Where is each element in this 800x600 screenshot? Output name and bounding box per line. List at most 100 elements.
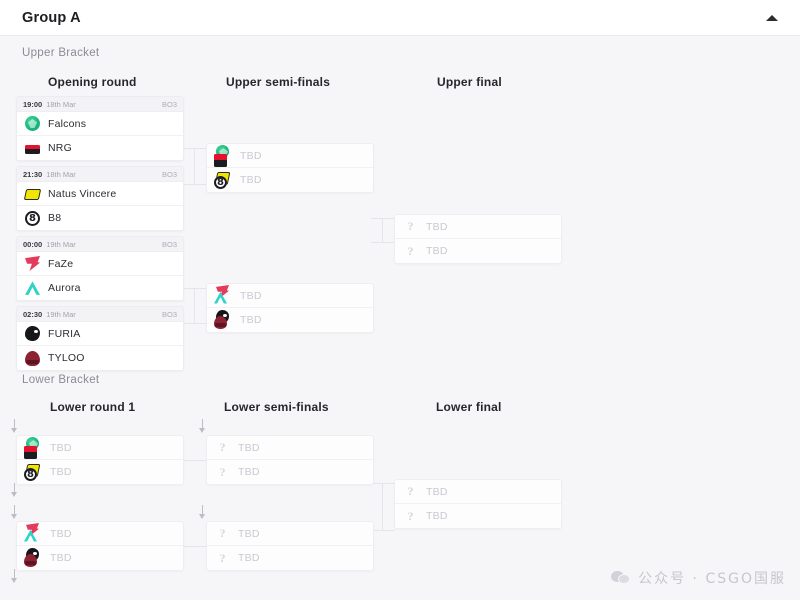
question-mark-icon: ? [219,550,226,565]
connector [183,288,207,289]
team-row[interactable]: ? TBD [395,239,561,263]
upper-bracket-label: Upper Bracket [22,47,100,59]
chevron-up-icon [766,15,778,21]
team-row[interactable]: TBD [207,284,373,308]
question-mark-icon: ? [407,484,414,498]
team-row[interactable]: Falcons [17,112,183,136]
team-row[interactable]: TBD [17,522,183,546]
lower-bracket-label: Lower Bracket [22,374,100,386]
match-date: 19th Mar [46,309,76,319]
team-name: TBD [240,314,262,326]
collapse-group-button[interactable] [762,9,782,27]
b8-logo [214,175,227,189]
match-card[interactable]: TBD TBD [16,521,184,571]
match-card[interactable]: 19:00 18th Mar BO3 Falcons NRG [16,96,184,161]
match-date: 19th Mar [46,239,76,249]
match-card[interactable]: TBD TBD [16,435,184,485]
match-time: 02:30 [23,309,43,319]
team-row[interactable]: TBD [207,168,373,192]
match-card[interactable]: ? TBD ? TBD [206,435,374,485]
question-mark-icon: ? [407,508,414,523]
faze-aurora-pending-logo [24,523,42,542]
team-row[interactable]: ? TBD [395,504,561,528]
team-name: Aurora [48,282,81,294]
team-name: TBD [50,527,72,540]
team-row[interactable]: TBD [207,308,373,332]
match-header: 02:30 19th Mar BO3 [17,307,183,322]
connector [194,288,195,323]
team-name: TBD [238,527,260,540]
match-format: BO3 [161,99,177,109]
connector [371,242,395,243]
team-name: TBD [240,174,262,186]
team-row[interactable]: ? TBD [207,522,373,546]
match-format: BO3 [161,309,177,319]
question-mark-icon: ? [219,440,226,454]
match-format: BO3 [161,169,177,179]
connector [183,546,207,547]
team-row[interactable]: Aurora [17,276,183,300]
match-date: 18th Mar [46,169,76,179]
team-name: TBD [240,149,262,162]
furia-tyloo-pending-logo [24,547,42,567]
team-name: TBD [426,485,448,498]
match-date: 18th Mar [46,99,76,109]
team-row[interactable]: Natus Vincere [17,182,183,206]
team-row[interactable]: ? TBD [207,546,373,570]
round-title-upper-semis: Upper semi-finals [226,75,331,89]
group-header: Group A [0,0,800,36]
navi-b8-pending-logo [214,171,232,189]
team-row[interactable]: ? TBD [207,436,373,460]
connector [183,184,207,185]
question-mark-icon: ? [407,243,414,258]
feed-down-arrow-icon [10,419,19,435]
b8-logo [24,467,37,481]
question-mark-icon: ? [407,219,414,233]
connector [183,460,207,461]
team-row[interactable]: ? TBD [395,215,561,239]
wechat-icon [611,570,631,586]
round-title-lower-final: Lower final [436,400,502,414]
team-name: TBD [50,466,72,478]
team-row[interactable]: ? TBD [207,460,373,484]
team-name: TBD [426,510,448,522]
match-time: 00:00 [23,239,43,249]
page-title: Group A [22,9,81,26]
team-row[interactable]: TYLOO [17,346,183,370]
aurora-logo [25,281,40,295]
match-header: 19:00 18th Mar BO3 [17,97,183,112]
team-name: TBD [426,245,448,257]
feed-down-arrow-icon [10,569,19,585]
team-name: Natus Vincere [48,187,117,200]
team-row[interactable]: TBD [17,436,183,460]
match-card[interactable]: 02:30 19th Mar BO3 FURIA TYLOO [16,306,184,371]
watermark-text: 公众号 · CSGO国服 [638,571,786,587]
team-row[interactable]: ? TBD [395,480,561,504]
team-name: TBD [240,289,262,302]
team-row[interactable]: B8 [17,206,183,230]
match-header: 00:00 19th Mar BO3 [17,237,183,252]
match-card[interactable]: 21:30 18th Mar BO3 Natus Vincere B8 [16,166,184,231]
connector [371,530,395,531]
connector [371,483,395,484]
match-card[interactable]: ? TBD ? TBD [394,214,562,264]
match-card[interactable]: ? TBD ? TBD [206,521,374,571]
round-title-lower-round-1: Lower round 1 [50,400,136,414]
team-row[interactable]: NRG [17,136,183,160]
team-row[interactable]: FURIA [17,322,183,346]
team-name: TBD [238,552,260,564]
team-name: TYLOO [48,352,85,364]
match-format: BO3 [161,239,177,249]
connector [183,323,207,324]
match-card[interactable]: ? TBD ? TBD [394,479,562,529]
team-row[interactable]: TBD [17,546,183,570]
team-row[interactable]: TBD [17,460,183,484]
match-card[interactable]: 00:00 19th Mar BO3 FaZe Aurora [16,236,184,301]
team-row[interactable]: FaZe [17,252,183,276]
team-name: B8 [48,212,62,224]
match-header: 21:30 18th Mar BO3 [17,167,183,182]
match-card[interactable]: TBD TBD [206,143,374,193]
round-title-lower-semis: Lower semi-finals [224,400,329,414]
team-row[interactable]: TBD [207,144,373,168]
match-card[interactable]: TBD TBD [206,283,374,333]
